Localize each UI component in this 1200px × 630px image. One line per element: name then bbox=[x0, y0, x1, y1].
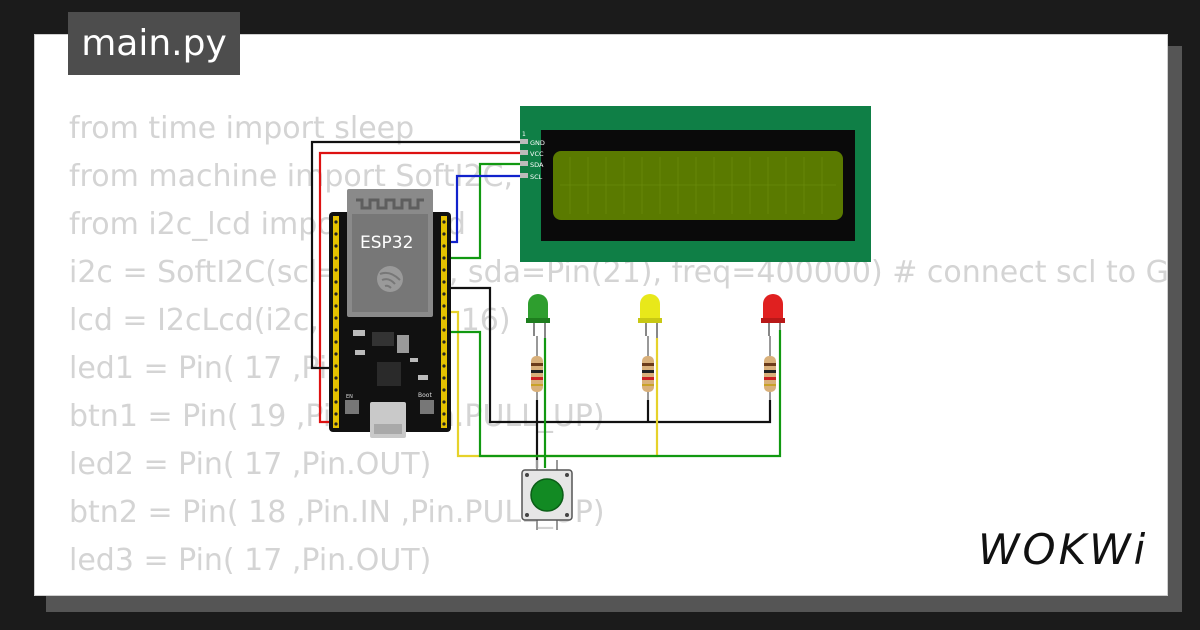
en-button[interactable] bbox=[345, 400, 359, 414]
esp32-board[interactable]: ESP32 EN Boot bbox=[329, 189, 451, 438]
wire-yellow bbox=[446, 310, 659, 458]
boot-button-label: Boot bbox=[418, 392, 432, 399]
wires bbox=[310, 140, 782, 468]
wire-sda bbox=[446, 162, 524, 260]
pin-header-right bbox=[441, 216, 447, 428]
wire-gnd-common bbox=[446, 286, 772, 424]
wire-gnd-lcd bbox=[310, 140, 524, 370]
led-green[interactable] bbox=[526, 294, 550, 338]
resistor-1 bbox=[531, 336, 543, 400]
code-line: led2 = Pin( 17 ,Pin.OUT) bbox=[69, 447, 432, 482]
resistor-2 bbox=[642, 336, 654, 400]
wokwi-logo: WOKWi bbox=[978, 525, 1149, 574]
lcd-char-grid bbox=[560, 157, 836, 214]
led-yellow[interactable] bbox=[638, 294, 662, 338]
wire-vcc bbox=[318, 151, 524, 424]
lcd-pin-sda: SDA bbox=[530, 161, 544, 169]
lcd-pin-vcc: VCC bbox=[530, 150, 544, 158]
lcd-pins bbox=[520, 139, 528, 178]
antenna-pattern bbox=[356, 198, 424, 210]
lcd-pin1-label: 1 bbox=[522, 131, 526, 138]
pushbutton-cap[interactable] bbox=[530, 478, 564, 512]
lcd-pin-gnd: GND bbox=[530, 139, 545, 147]
wire-scl bbox=[446, 174, 524, 244]
pushbutton[interactable] bbox=[521, 460, 573, 530]
wire-green-led bbox=[446, 330, 782, 458]
lcd-module[interactable]: 1 GND VCC SDA SCL bbox=[520, 106, 871, 262]
lcd-pin-scl: SCL bbox=[530, 173, 543, 181]
code-line: led3 = Pin( 17 ,Pin.OUT) bbox=[69, 543, 432, 578]
file-tab[interactable]: main.py bbox=[68, 12, 240, 75]
resistor-3 bbox=[764, 336, 776, 400]
pin-header-left bbox=[333, 216, 339, 428]
code-line: btn3 = Pin( 16 ,Pin.IN ,Pin.PULL_UP) bbox=[69, 585, 1167, 595]
pin-holes bbox=[334, 220, 446, 426]
led-red[interactable] bbox=[761, 294, 785, 336]
code-line: from time import sleep bbox=[69, 111, 415, 146]
esp32-label: ESP32 bbox=[360, 233, 413, 253]
boot-button[interactable] bbox=[420, 400, 434, 414]
en-button-label: EN bbox=[346, 394, 353, 400]
